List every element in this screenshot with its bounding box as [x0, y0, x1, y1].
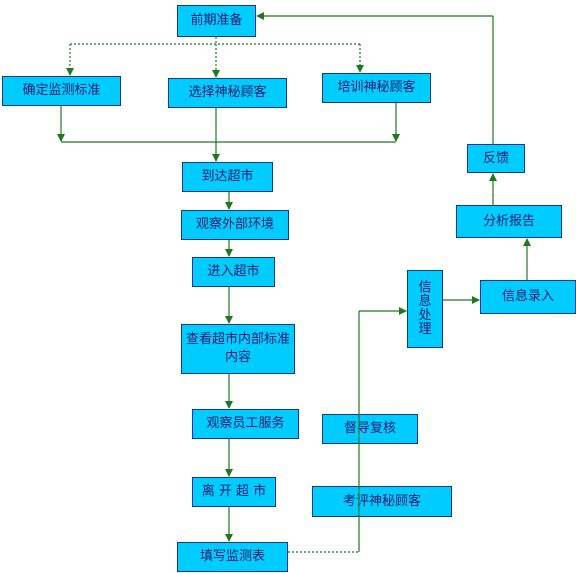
node-process: 信息处理 [407, 270, 443, 348]
node-label: 前期准备 [190, 13, 243, 28]
node-label: 信息录入 [501, 289, 554, 304]
node-leave: 离 开 超 市 [192, 477, 276, 507]
node-label: 反馈 [482, 150, 509, 166]
node-enter: 进入超市 [192, 257, 275, 287]
node-select: 选择神秘顾客 [168, 78, 287, 108]
node-analysis: 分析报告 [456, 205, 562, 238]
node-label: 到达超市 [201, 169, 254, 184]
node-evaluate: 考评神秘顾客 [312, 486, 452, 517]
node-label: 离 开 超 市 [201, 484, 267, 499]
node-input: 信息录入 [480, 280, 576, 314]
node-label: 培训神秘顾客 [337, 80, 416, 95]
node-label: 确定监测标准 [22, 83, 101, 98]
node-label: 督导复核 [343, 421, 396, 436]
node-label: 选择神秘顾客 [188, 85, 267, 100]
node-label: 进入超市 [207, 264, 260, 279]
node-arrive: 到达超市 [182, 162, 273, 192]
node-standard: 确定监测标准 [2, 76, 121, 106]
node-label: 查看超市内部标准内容 [186, 332, 291, 365]
node-check-interior: 查看超市内部标准内容 [181, 324, 295, 374]
node-label: 观察外部环境 [195, 217, 274, 232]
node-label: 观察员工服务 [206, 416, 285, 431]
node-label: 信息处理 [418, 280, 432, 337]
node-prep: 前期准备 [177, 5, 256, 37]
node-train: 培训神秘顾客 [322, 73, 431, 103]
node-label: 填写监测表 [199, 549, 265, 564]
node-label: 考评神秘顾客 [342, 493, 421, 509]
node-label: 分析报告 [482, 213, 535, 229]
node-supervise: 督导复核 [322, 414, 418, 444]
node-feedback: 反馈 [467, 144, 525, 173]
node-fill-form: 填写监测表 [177, 542, 288, 572]
node-observe-staff: 观察员工服务 [192, 409, 299, 439]
node-observe-exterior: 观察外部环境 [181, 210, 289, 240]
